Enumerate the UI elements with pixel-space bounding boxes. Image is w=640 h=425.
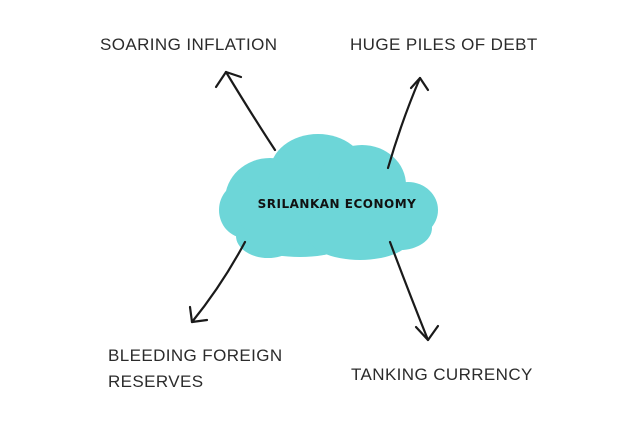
arrow-to-huge-piles-of-debt bbox=[386, 76, 430, 170]
arrow-to-bleeding-foreign-reserves bbox=[188, 240, 247, 324]
arrow-to-soaring-inflation bbox=[214, 70, 277, 152]
cloud-shape bbox=[219, 134, 438, 260]
branch-label-line-1: BLEEDING FOREIGN bbox=[108, 346, 283, 365]
branch-label-soaring-inflation: SOARING INFLATION bbox=[100, 35, 278, 54]
center-node-label: SRILANKAN ECONOMY bbox=[257, 197, 417, 211]
branch-label-line-2: RESERVES bbox=[108, 372, 204, 391]
branch-label-tanking-currency: TANKING CURRENCY bbox=[351, 365, 533, 384]
branch-label-bleeding-foreign-reserves: BLEEDING FOREIGN RESERVES bbox=[108, 343, 308, 395]
arrow-to-tanking-currency bbox=[388, 240, 440, 342]
branch-label-huge-piles-of-debt: HUGE PILES OF DEBT bbox=[350, 35, 538, 54]
